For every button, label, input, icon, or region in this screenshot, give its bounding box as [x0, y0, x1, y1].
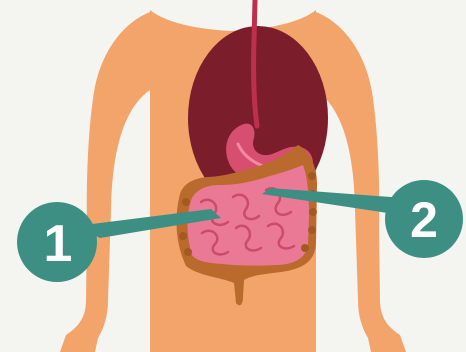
callout-1: 1: [17, 202, 97, 282]
callout-2: 2: [385, 180, 463, 258]
callout-1-number: 1: [44, 215, 73, 273]
callout-2-number: 2: [410, 192, 438, 248]
